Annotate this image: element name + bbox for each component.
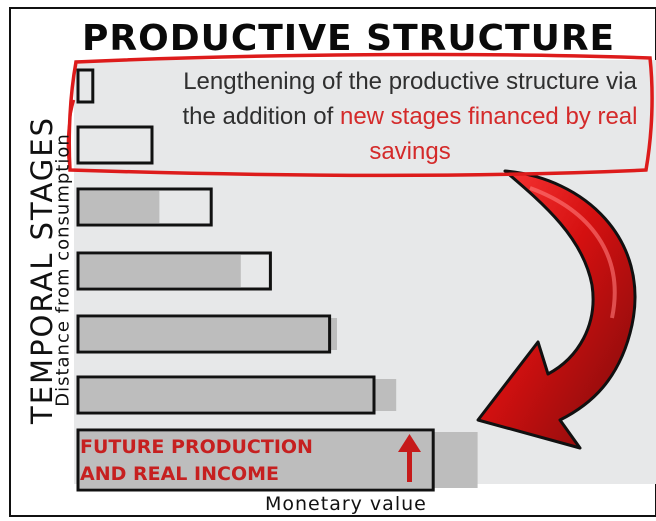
x-axis-title: Monetary value xyxy=(265,493,427,515)
old-stage-bar xyxy=(78,191,160,223)
callout-text: Lengthening of the productive structure … xyxy=(176,64,644,169)
new-stage-bar xyxy=(76,125,154,165)
future-label-line1: FUTURE PRODUCTION xyxy=(80,436,313,458)
up-arrow-icon xyxy=(398,434,421,482)
old-stage-bar xyxy=(78,255,241,287)
callout-stroke xyxy=(66,99,76,169)
y-axis-subtitle: Distance from consumption xyxy=(52,133,74,407)
future-production-label: FUTURE PRODUCTION AND REAL INCOME xyxy=(80,434,313,488)
new-stage-bar xyxy=(76,428,435,492)
outer-frame xyxy=(9,7,656,517)
new-stage-bar xyxy=(76,68,95,104)
new-stage-bar xyxy=(76,314,332,354)
callout-highlight-text: new stages financed by real savings xyxy=(339,103,638,165)
old-stage-bar xyxy=(78,379,397,411)
callout-outline xyxy=(67,52,654,178)
new-stage-bar xyxy=(76,375,376,415)
callout-plain-text: Lengthening of the productive structure … xyxy=(182,68,637,130)
old-stage-bar xyxy=(78,318,337,350)
future-label-line2: AND REAL INCOME xyxy=(80,463,279,485)
new-stage-bar xyxy=(76,187,213,227)
curved-arrow-icon xyxy=(476,169,637,450)
new-stage-bar xyxy=(76,251,272,291)
diagram-title: PRODUCTIVE STRUCTURE xyxy=(82,18,616,59)
